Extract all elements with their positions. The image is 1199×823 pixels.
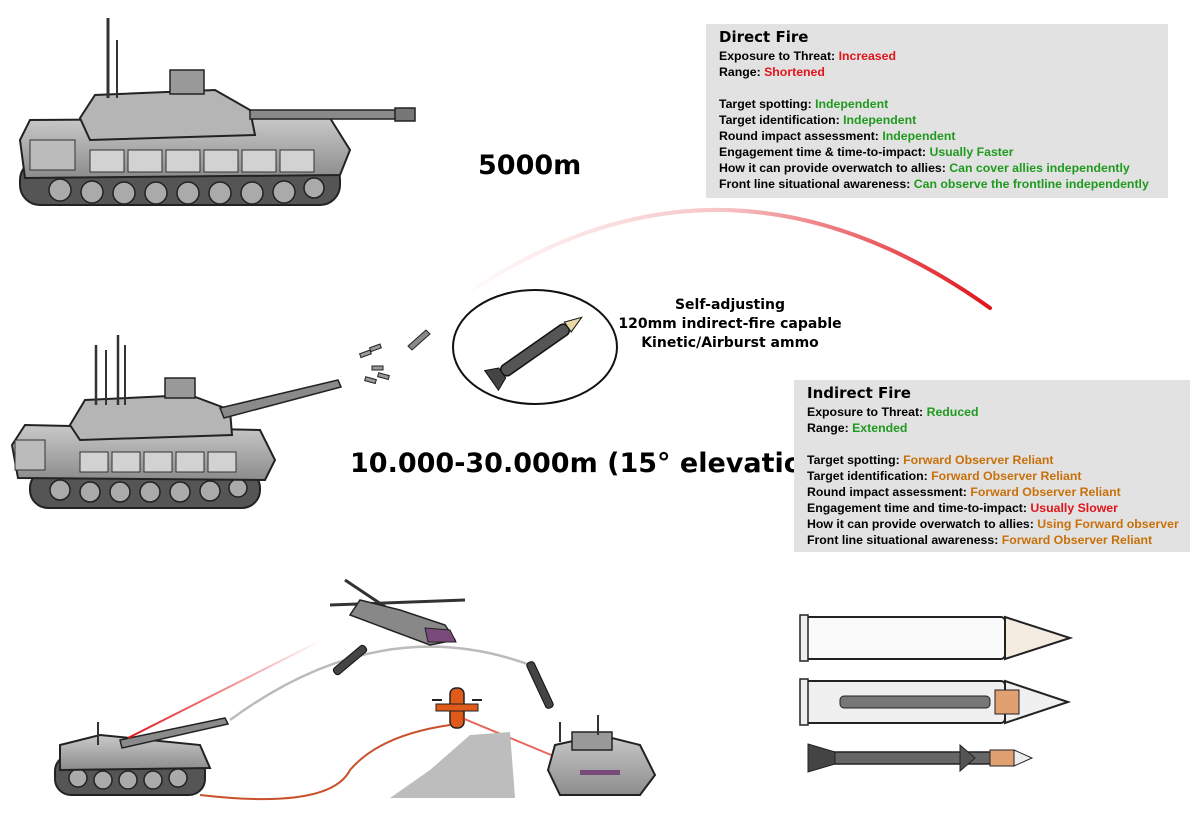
sabot-fragments: [358, 343, 390, 385]
attribute-row: Engagement time & time-to-impact: Usuall…: [719, 144, 1158, 160]
attribute-label: Front line situational awareness:: [719, 177, 914, 191]
descending-missile: [526, 661, 554, 709]
forward-observer-drone: [432, 687, 482, 729]
attribute-row: Exposure to Threat: Reduced: [807, 404, 1180, 420]
attribute-row: Front line situational awareness: Can ob…: [719, 176, 1158, 192]
indirect-fire-arc: [453, 208, 992, 310]
attribute-label: Range:: [807, 421, 853, 435]
attribute-row: Target spotting: Forward Observer Relian…: [807, 452, 1180, 468]
drone-laser: [461, 717, 569, 763]
attribute-row: Target identification: Independent: [719, 112, 1158, 128]
indirect-fire-title: Indirect Fire: [807, 384, 911, 402]
attribute-value: Independent: [843, 113, 917, 127]
ammo-description: Self-adjusting 120mm indirect-fire capab…: [600, 296, 860, 353]
attribute-label: Target spotting:: [719, 97, 816, 111]
attribute-label: Exposure to Threat:: [719, 49, 839, 63]
attribute-label: Engagement time and time-to-impact:: [807, 501, 1031, 515]
direct-fire-tank: [18, 18, 416, 206]
spg-trajectory: [229, 645, 531, 722]
cover-obstacle: [390, 732, 515, 798]
attribute-label: Target identification:: [719, 113, 844, 127]
spacer: [807, 436, 1180, 452]
missile-from-helicopter: [332, 644, 368, 676]
attribute-row: Target identification: Forward Observer …: [807, 468, 1180, 484]
attribute-value: Forward Observer Reliant: [931, 469, 1082, 483]
attribute-row: Engagement time and time-to-impact: Usua…: [807, 500, 1180, 516]
spacer: [719, 80, 1158, 96]
attribute-value: Forward Observer Reliant: [903, 453, 1054, 467]
attribute-value: Independent: [815, 97, 889, 111]
attribute-value: Increased: [838, 49, 896, 63]
attribute-label: Round impact assessment:: [719, 129, 883, 143]
attribute-value: Reduced: [926, 405, 979, 419]
control-wire: [199, 724, 451, 801]
attribute-row: Range: Extended: [807, 420, 1180, 436]
ammo-round-cutaway: [799, 678, 1072, 726]
attribute-row: Front line situational awareness: Forwar…: [807, 532, 1180, 548]
direct-fire-title: Direct Fire: [719, 28, 809, 46]
attribute-row: How it can provide overwatch to allies: …: [807, 516, 1180, 532]
attribute-value: Can cover allies independently: [949, 161, 1130, 175]
attribute-label: Front line situational awareness:: [807, 533, 1002, 547]
spg-laser: [127, 639, 323, 739]
attribute-label: How it can provide overwatch to allies:: [719, 161, 950, 175]
attribute-label: Range:: [719, 65, 765, 79]
attribute-value: Shortened: [764, 65, 825, 79]
indirect-fire-info-box: Indirect Fire Exposure to Threat: Reduce…: [794, 380, 1190, 552]
ammo-callout: [452, 289, 618, 405]
ammo-description-line: Kinetic/Airburst ammo: [641, 335, 819, 351]
attribute-value: Forward Observer Reliant: [1001, 533, 1153, 547]
attribute-label: How it can provide overwatch to allies:: [807, 517, 1038, 531]
indirect-fire-tank: [10, 335, 343, 509]
attribute-label: Engagement time & time-to-impact:: [719, 145, 930, 159]
attribute-value: Using Forward observer: [1037, 517, 1179, 531]
target-tank: [546, 715, 657, 796]
direct-fire-range-label: 5000m: [478, 150, 582, 181]
attribute-row: Target spotting: Independent: [719, 96, 1158, 112]
attribute-value: Usually Faster: [929, 145, 1014, 159]
ammo-description-line: 120mm indirect-fire capable: [618, 316, 842, 332]
attribute-value: Forward Observer Reliant: [970, 485, 1121, 499]
ammo-description-line: Self-adjusting: [674, 297, 786, 313]
attribute-value: Independent: [882, 129, 956, 143]
indirect-round-in-flight: [407, 329, 431, 351]
ammo-penetrator: [807, 743, 1034, 773]
attribute-label: Target spotting:: [807, 453, 904, 467]
attribute-label: Round impact assessment:: [807, 485, 971, 499]
self-propelled-gun: [54, 717, 230, 796]
indirect-fire-range-label: 10.000-30.000m (15° elevation): [350, 448, 834, 479]
ammo-round-exterior: [799, 614, 1074, 662]
attribute-label: Exposure to Threat:: [807, 405, 927, 419]
direct-fire-info-box: Direct Fire Exposure to Threat: Increase…: [706, 24, 1168, 198]
attribute-label: Target identification:: [807, 469, 932, 483]
attribute-row: Range: Shortened: [719, 64, 1158, 80]
attribute-row: Round impact assessment: Independent: [719, 128, 1158, 144]
attribute-row: Round impact assessment: Forward Observe…: [807, 484, 1180, 500]
helicopter: [329, 578, 466, 646]
attribute-value: Usually Slower: [1030, 501, 1118, 515]
attribute-value: Extended: [852, 421, 908, 435]
attribute-row: How it can provide overwatch to allies: …: [719, 160, 1158, 176]
attribute-row: Exposure to Threat: Increased: [719, 48, 1158, 64]
attribute-value: Can observe the frontline independently: [913, 177, 1149, 191]
